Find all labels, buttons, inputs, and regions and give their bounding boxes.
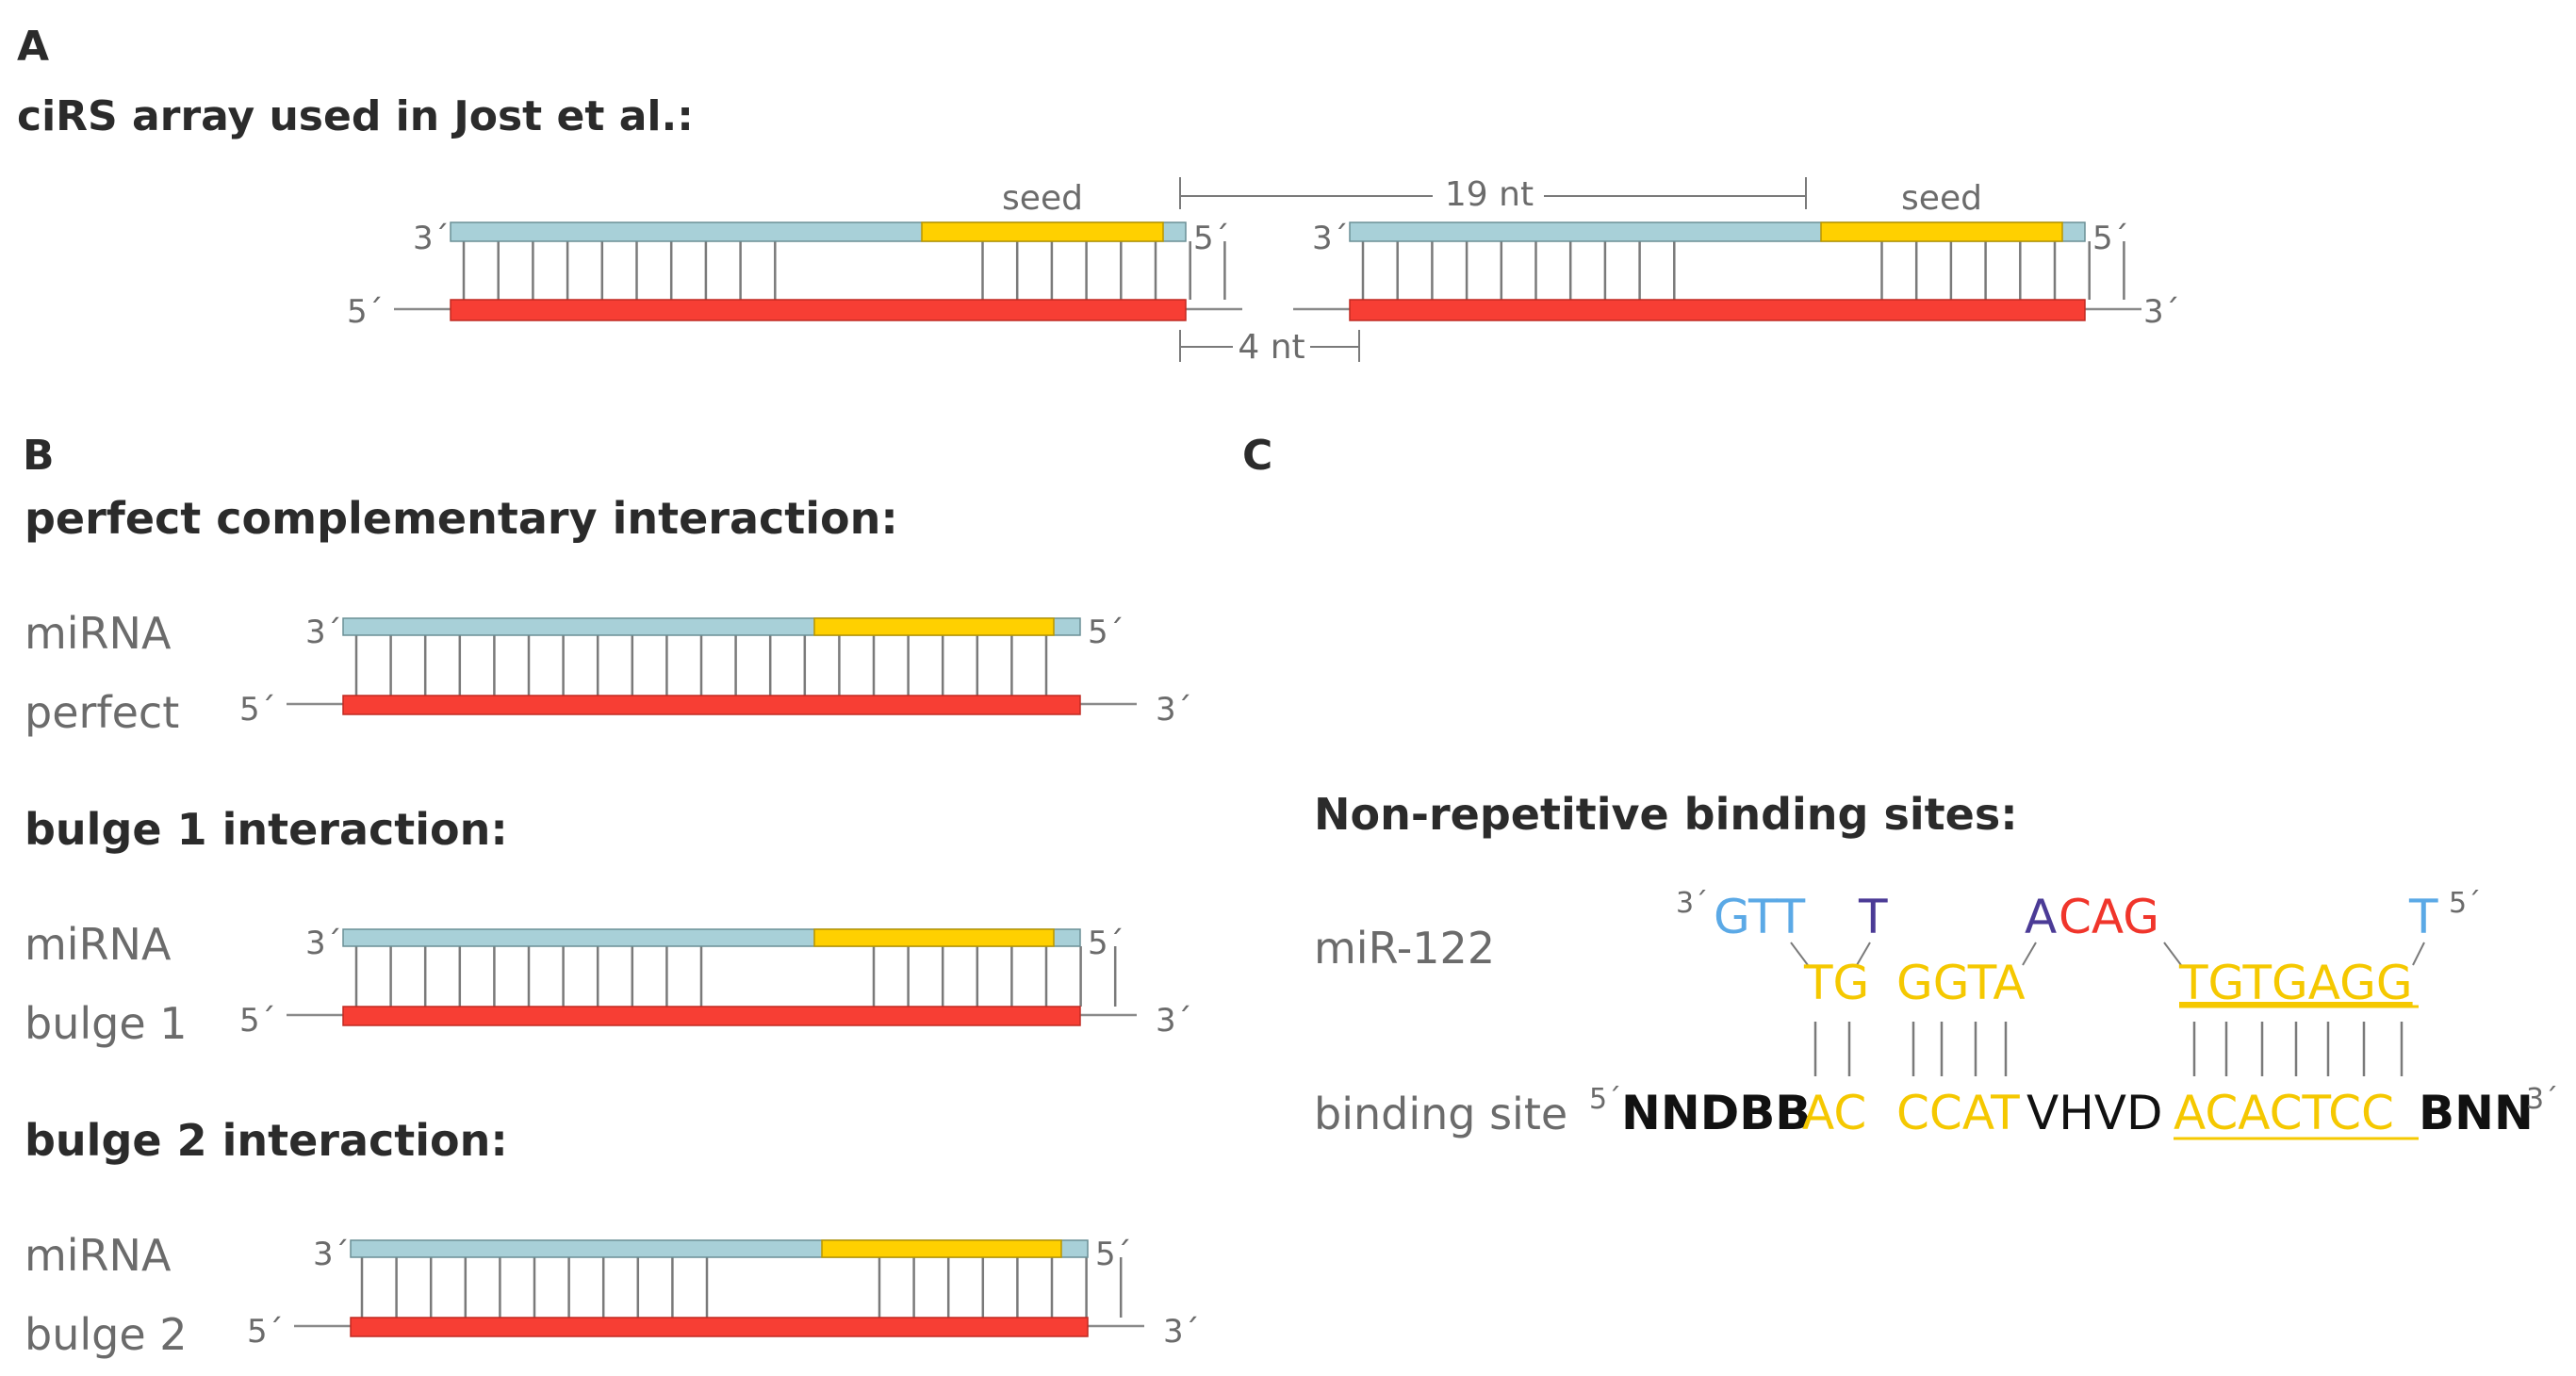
site-3prime-label: 3´ (2526, 1083, 2558, 1116)
site-2-mirna-3prime: 3´ (1312, 220, 1349, 257)
row-1-heading: perfect complementary interaction: (25, 493, 898, 544)
spacing-19nt-bracket: 19 nt (1179, 175, 1807, 214)
panel-a-title: ciRS array used in Jost et al.: (17, 92, 694, 140)
site-1-mirna-3prime: 3´ (413, 220, 450, 257)
row-2-mirna-3prime: 3´ (305, 925, 342, 962)
row-3-mirna-label: miRNA (25, 1230, 172, 1281)
mir-nt-a: A (2025, 890, 2057, 944)
row-1-target-3prime: 3´ (1156, 691, 1192, 729)
site-seq-ccat: CCAT (1896, 1086, 2020, 1140)
row-1-mirna-5prime: 5´ (1088, 614, 1124, 651)
binding-site-label: binding site (1314, 1089, 1567, 1139)
row-2-heading: bulge 1 interaction: (25, 804, 508, 855)
panel-c-letter: C (1242, 432, 1272, 480)
mir-nt-cag: CAG (2059, 890, 2159, 944)
row-1-target-5prime: 5´ (239, 691, 276, 729)
mir-122-label: miR-122 (1314, 923, 1495, 974)
base-pair-ticks (1813, 1022, 2404, 1076)
row-3-target-5prime: 5´ (247, 1313, 284, 1351)
spacing-19nt-label: 19 nt (1445, 175, 1534, 214)
row-3-target-3prime: 3´ (1163, 1313, 1200, 1351)
mir-5prime-label: 5´ (2449, 887, 2481, 920)
mir-nt-gtt: GTT (1714, 890, 1806, 944)
row-2-target-strand (342, 1006, 1081, 1026)
site-seq-nndbb: NNDBB (1621, 1086, 1811, 1140)
panel-a-letter: A (17, 23, 49, 71)
mir-nt-t-bulge: T (1858, 890, 1888, 944)
site-1-target-strand (450, 299, 1187, 321)
site-seq-bnn: BNN (2419, 1086, 2534, 1140)
row-2-target-3prime: 3´ (1156, 1002, 1192, 1040)
interaction-types-diagram: perfect complementary interaction: miRNA p… (25, 493, 1200, 1360)
site-5prime-label: 5´ (1589, 1083, 1621, 1116)
row-3-mirna-3prime: 3´ (313, 1236, 350, 1273)
site-1-target-5prime: 5´ (347, 293, 384, 331)
panel-b-letter: B (23, 432, 55, 480)
row-1-target-label: perfect (25, 687, 179, 738)
row-3-mirna-5prime: 5´ (1095, 1236, 1132, 1273)
row-3-target-label: bulge 2 (25, 1309, 188, 1360)
row-1-mirna-3prime: 3´ (305, 614, 342, 651)
mir-paired-ggta: GGTA (1896, 956, 2026, 1010)
row-1-mirna-label: miRNA (25, 608, 172, 659)
row-2-mirna-label: miRNA (25, 919, 172, 970)
site-seq-seed-match: ACACTCC (2174, 1086, 2394, 1140)
row-3-seed-region (821, 1239, 1062, 1258)
mir-nt-t-end: T (2408, 890, 2438, 944)
site-seq-ac: AC (1802, 1086, 1866, 1140)
site-2-seed-region (1820, 221, 2063, 242)
site-1-seed-region (921, 221, 1164, 242)
row-3-target-strand (350, 1317, 1089, 1337)
mir-paired-tg: TG (1803, 956, 1869, 1010)
site-seq-vhvd: VHVD (2026, 1086, 2163, 1140)
gap-4nt-label: 4 nt (1238, 328, 1304, 367)
site-2-target-3prime: 3´ (2143, 293, 2180, 331)
site-1-seed-label: seed (1002, 179, 1083, 218)
mir-3prime-label: 3´ (1676, 887, 1708, 920)
ciRS-array-diagram: 3´ 5´ seed 5´ 3´ 5´ seed 3´ (347, 179, 2180, 331)
row-2-target-5prime: 5´ (239, 1002, 276, 1040)
site-1-mirna-5prime: 5´ (1193, 220, 1230, 257)
row-1-target-strand (342, 695, 1081, 715)
row-3-heading: bulge 2 interaction: (25, 1115, 508, 1166)
mir-paired-seed: TGTGAGG (2178, 956, 2413, 1010)
mir-kink-connectors (1790, 942, 2425, 966)
row-2-mirna-5prime: 5´ (1088, 925, 1124, 962)
row-2-seed-region (813, 928, 1055, 947)
row-1-seed-region (813, 617, 1055, 636)
site-2-seed-label: seed (1901, 179, 1982, 218)
panel-c-title: Non-repetitive binding sites: (1314, 789, 2018, 840)
gap-4nt-bracket: 4 nt (1179, 328, 1360, 367)
row-2-target-label: bulge 1 (25, 998, 188, 1049)
site-2-mirna-5prime: 5´ (2092, 220, 2129, 257)
site-2-target-strand (1349, 299, 2086, 321)
